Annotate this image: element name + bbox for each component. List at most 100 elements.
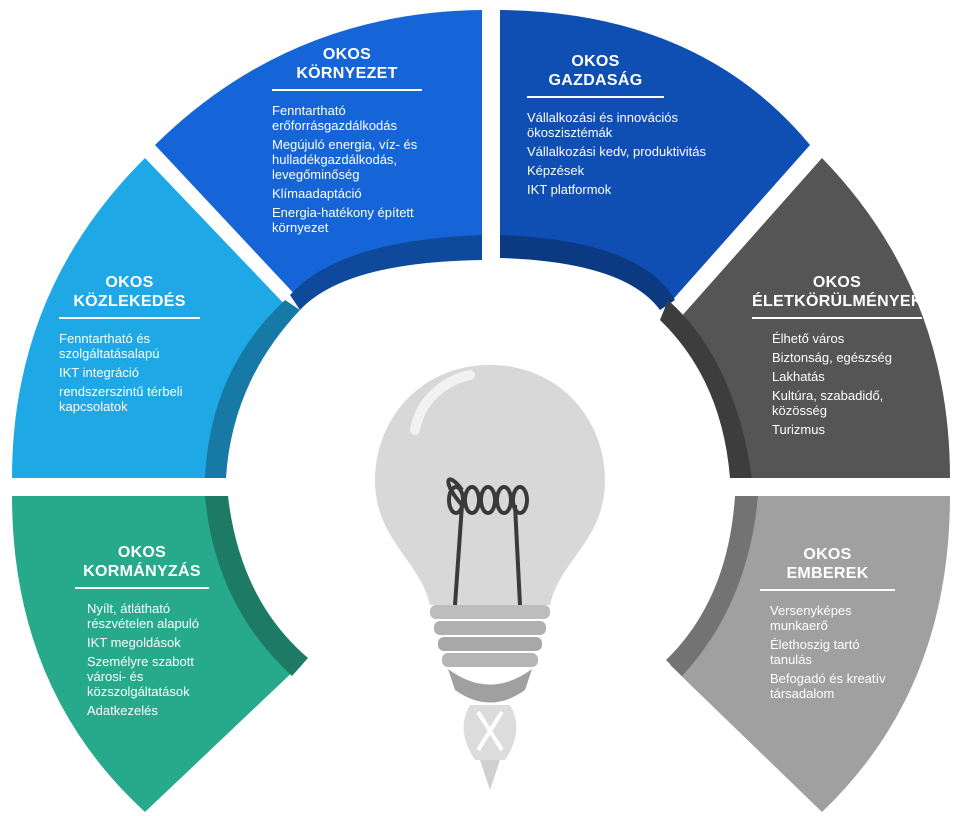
list-item-text: IKT megoldások — [87, 635, 181, 650]
title-line-1: OKOS — [803, 546, 852, 563]
section-okos-kozlekedes: OKOS KÖZLEKEDÉS Fenntartható és szolgált… — [59, 273, 219, 418]
segment-okos-emberek-band — [666, 496, 758, 676]
list-item: Személyre szabott városi- és közszolgált… — [87, 654, 235, 699]
segment-okos-gazdasag-band — [500, 235, 675, 310]
list-item-text: Versenyképes — [770, 603, 852, 618]
list-item: Energia-hatékony épített környezet — [272, 205, 452, 235]
list-item: IKT integráció — [59, 365, 219, 380]
list-item-text: Biztonság, egészség — [772, 350, 892, 365]
segment-okos-kornyezet — [155, 10, 482, 300]
list-item-text: közszolgáltatások — [87, 684, 190, 699]
list-item-text: Energia-hatékony épített — [272, 205, 414, 220]
list-item-text: közösség — [772, 403, 827, 418]
section-okos-gazdasag: OKOS GAZDASÁG Vállalkozási és innovációs… — [527, 52, 727, 201]
list-item: Képzések — [527, 163, 727, 178]
list-item-text: Turizmus — [772, 422, 825, 437]
item-list: Fenntartható erőforrásgazdálkodás Megúju… — [272, 103, 452, 235]
item-list: Versenyképes munkaerő Élethoszig tartó t… — [760, 603, 940, 701]
section-okos-kornyezet: OKOS KÖRNYEZET Fenntartható erőforrásgaz… — [272, 45, 452, 239]
title-divider — [59, 317, 200, 319]
section-okos-kormanyzas: OKOS KORMÁNYZÁS Nyílt, átlátható részvét… — [75, 543, 235, 722]
item-list: Fenntartható és szolgáltatásalapú IKT in… — [59, 331, 219, 414]
list-item: Kultúra, szabadidő, közösség — [772, 388, 947, 418]
item-list: Vállalkozási és innovációs ökoszisztémák… — [527, 110, 727, 197]
title-line-2: KORMÁNYZÁS — [83, 563, 201, 580]
segment-okos-kornyezet-band — [290, 235, 482, 310]
list-item-text: rendszerszintű térbeli — [59, 384, 183, 399]
list-item-text: Nyílt, átlátható — [87, 601, 171, 616]
title-line-2: KÖZLEKEDÉS — [73, 293, 186, 310]
list-item-text: kapcsolatok — [59, 399, 128, 414]
section-title: OKOS KÖZLEKEDÉS — [59, 273, 200, 319]
list-item: Nyílt, átlátható részvételen alapuló — [87, 601, 235, 631]
list-item: Vállalkozási és innovációs ökoszisztémák — [527, 110, 727, 140]
section-okos-emberek: OKOS EMBEREK Versenyképes munkaerő Életh… — [760, 545, 940, 705]
list-item-text: IKT platformok — [527, 182, 612, 197]
section-title: OKOS ÉLETKÖRÜLMÉNYEK — [752, 273, 922, 319]
list-item-text: levegőminőség — [272, 167, 360, 182]
list-item-text: Képzések — [527, 163, 585, 178]
segment-okos-kormanyzas-band — [205, 496, 308, 676]
list-item: Élethoszig tartó tanulás — [770, 637, 940, 667]
list-item-text: Fenntartható és — [59, 331, 151, 346]
title-divider — [752, 317, 922, 319]
list-item-text: IKT integráció — [59, 365, 139, 380]
list-item: Befogadó és kreatív társadalom — [770, 671, 940, 701]
list-item-text: erőforrásgazdálkodás — [272, 118, 398, 133]
list-item: rendszerszintű térbeli kapcsolatok — [59, 384, 219, 414]
title-line-1: OKOS — [571, 53, 620, 70]
item-list: Élhető város Biztonság, egészség Lakhatá… — [752, 331, 947, 437]
list-item: Lakhatás — [772, 369, 947, 384]
list-item-text: társadalom — [770, 686, 835, 701]
list-item: Fenntartható és szolgáltatásalapú — [59, 331, 219, 361]
title-line-1: OKOS — [105, 274, 154, 291]
list-item-text: városi- és — [87, 669, 144, 684]
title-line-1: OKOS — [322, 46, 372, 63]
section-okos-eletkorulmenyek: OKOS ÉLETKÖRÜLMÉNYEK Élhető város Bizton… — [752, 273, 947, 441]
list-item: IKT platformok — [527, 182, 727, 197]
list-item-text: Lakhatás — [772, 369, 825, 384]
list-item: Biztonság, egészség — [772, 350, 947, 365]
list-item: Klímaadaptáció — [272, 186, 452, 201]
list-item: Fenntartható erőforrásgazdálkodás — [272, 103, 452, 133]
list-item: Élhető város — [772, 331, 947, 346]
list-item-text: Személyre szabott — [87, 654, 194, 669]
list-item-text: Élhető város — [772, 331, 845, 346]
title-line-1: OKOS — [117, 544, 167, 561]
title-line-2: ÉLETKÖRÜLMÉNYEK — [752, 293, 923, 310]
title-line-2: EMBEREK — [786, 565, 869, 582]
section-title: OKOS KORMÁNYZÁS — [75, 543, 209, 589]
list-item: Turizmus — [772, 422, 947, 437]
item-list: Nyílt, átlátható részvételen alapuló IKT… — [75, 601, 235, 718]
title-divider — [760, 589, 895, 591]
list-item-text: Vállalkozási és innovációs — [527, 110, 679, 125]
list-item-text: Befogadó és kreatív — [770, 671, 886, 686]
title-line-2: GAZDASÁG — [548, 72, 643, 89]
segment-okos-kozlekedes-band — [205, 300, 300, 478]
list-item: Adatkezelés — [87, 703, 235, 718]
list-item-text: Adatkezelés — [87, 703, 158, 718]
light-bulb-icon — [375, 365, 605, 790]
list-item-text: hulladékgazdálkodás, — [272, 152, 398, 167]
section-title: OKOS EMBEREK — [760, 545, 895, 591]
list-item-text: Kultúra, szabadidő, — [772, 388, 884, 403]
list-item-text: ökoszisztémák — [527, 125, 613, 140]
title-divider — [75, 587, 209, 589]
list-item-text: Megújuló energia, víz- és — [272, 137, 418, 152]
title-divider — [272, 89, 422, 91]
list-item: Vállalkozási kedv, produktivitás — [527, 144, 727, 159]
list-item-text: Fenntartható — [272, 103, 346, 118]
title-divider — [527, 96, 664, 98]
list-item-text: részvételen alapuló — [87, 616, 200, 631]
title-line-1: OKOS — [812, 274, 862, 291]
list-item-text: Klímaadaptáció — [272, 186, 362, 201]
list-item-text: Élethoszig tartó — [770, 637, 860, 652]
segment-okos-eletkorulmenyek-band — [660, 300, 752, 478]
list-item: Versenyképes munkaerő — [770, 603, 940, 633]
list-item: IKT megoldások — [87, 635, 235, 650]
list-item-text: Vállalkozási kedv, produktivitás — [527, 144, 706, 159]
segment-okos-gazdasag — [500, 10, 810, 305]
section-title: OKOS GAZDASÁG — [527, 52, 664, 98]
list-item-text: tanulás — [770, 652, 812, 667]
